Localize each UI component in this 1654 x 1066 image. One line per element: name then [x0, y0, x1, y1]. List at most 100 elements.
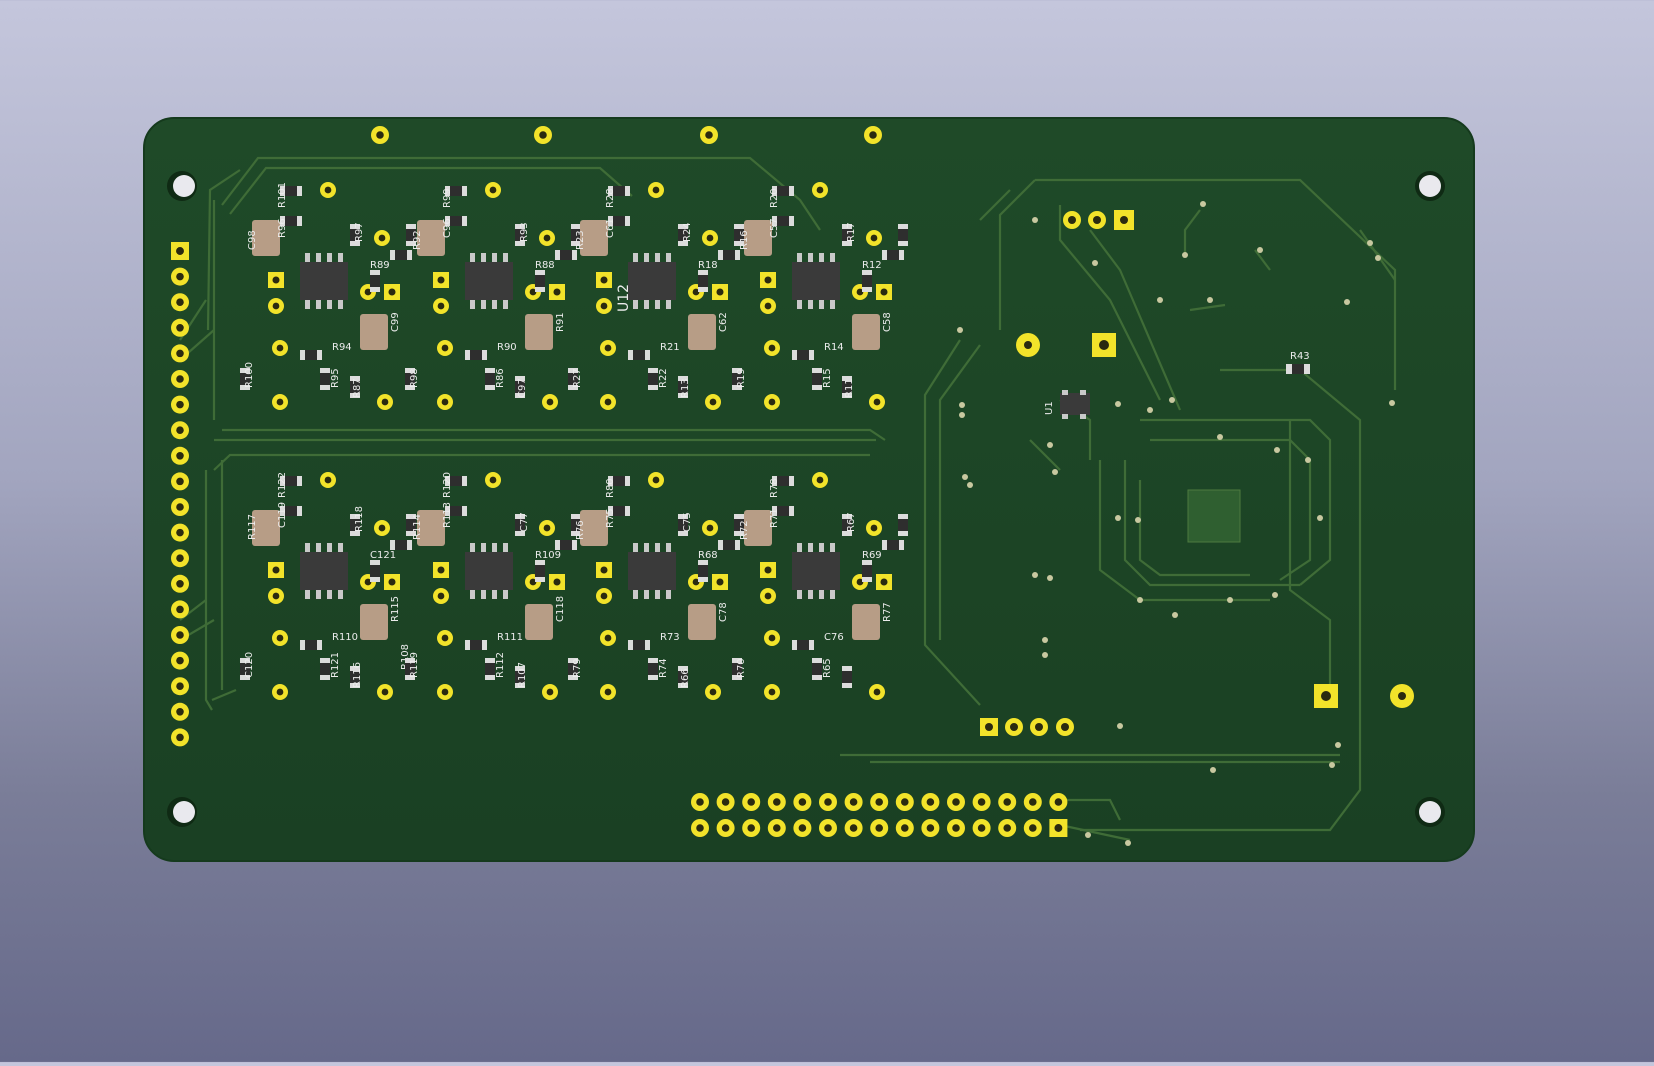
- ref-label: C98: [247, 230, 258, 250]
- ref-label: R74: [658, 658, 669, 678]
- ref-label: R24: [682, 222, 693, 242]
- ref-label: R108: [400, 644, 411, 670]
- ref-label: R21: [660, 342, 680, 353]
- ref-label: R119: [409, 652, 420, 678]
- ref-label: R92: [412, 230, 423, 250]
- ref-label: R17: [846, 222, 857, 242]
- resistor: [535, 560, 545, 582]
- resistor: [812, 658, 822, 680]
- ref-label: R23: [575, 230, 586, 250]
- resistor: [772, 476, 794, 486]
- resistor: [648, 368, 658, 390]
- ref-label: R121: [330, 652, 341, 678]
- ref-label: C76: [824, 632, 844, 643]
- ref-label: R112: [495, 652, 506, 678]
- resistor: [406, 224, 416, 246]
- resistor: [240, 658, 250, 680]
- resistor: [555, 250, 577, 260]
- resistor: [862, 270, 872, 292]
- ref-label: C119: [277, 502, 288, 528]
- ref-label: R115: [390, 596, 401, 622]
- ref-label: C75: [682, 512, 693, 532]
- resistor: [698, 270, 708, 292]
- ref-label: R94: [332, 342, 352, 353]
- resistor: [535, 270, 545, 292]
- resistor: [898, 514, 908, 536]
- resistor: [734, 514, 744, 536]
- resistor: [678, 666, 688, 688]
- ref-label: R18: [698, 260, 718, 271]
- resistor: [571, 224, 581, 246]
- bottom-pin-header: [691, 793, 1068, 837]
- svg-text:U12: U12: [616, 284, 632, 312]
- resistor: [445, 476, 467, 486]
- board-outline: [143, 117, 1475, 862]
- left-edge-connector: [171, 242, 189, 747]
- ref-label: R89: [370, 260, 390, 271]
- ref-label: C57: [769, 218, 780, 238]
- capacitor: [417, 510, 445, 546]
- ref-label: R91: [555, 312, 566, 332]
- ref-label: R78: [769, 478, 780, 498]
- resistor: [812, 368, 822, 390]
- ref-label: R15: [822, 368, 833, 388]
- misc-pads-right: [980, 210, 1414, 736]
- resistor: [772, 186, 794, 196]
- resistor: [280, 186, 302, 196]
- resistor: [608, 506, 630, 516]
- qfn-chip-area: [1187, 489, 1241, 543]
- ic-body: [628, 262, 676, 300]
- resistor: [350, 514, 360, 536]
- resistor: [718, 250, 740, 260]
- resistor: [842, 224, 852, 246]
- resistor: [792, 640, 814, 650]
- resistor: [515, 376, 525, 398]
- ref-label: R75: [605, 508, 616, 528]
- ref-label: R19: [736, 368, 747, 388]
- resistor: [405, 368, 415, 390]
- ref-label: R71: [769, 508, 780, 528]
- ic-body: [465, 552, 513, 590]
- resistor: [628, 640, 650, 650]
- ref-label: R72: [739, 520, 750, 540]
- ref-label: R14: [824, 342, 844, 353]
- resistor: [678, 514, 688, 536]
- resistor: [445, 506, 467, 516]
- ref-label: R16: [739, 230, 750, 250]
- ref-label: C62: [718, 312, 729, 332]
- ref-label: R73: [660, 632, 680, 643]
- resistor: [555, 540, 577, 550]
- capacitor: [688, 604, 716, 640]
- u1-footprint: [1060, 393, 1090, 415]
- capacitor: [252, 220, 280, 256]
- resistor: [300, 350, 322, 360]
- ic-body: [300, 552, 348, 590]
- ref-label: R101: [277, 182, 288, 208]
- ref-label: R113: [442, 502, 453, 528]
- capacitor: [360, 314, 388, 350]
- resistor: [445, 186, 467, 196]
- resistor: [515, 514, 525, 536]
- capacitor: [744, 220, 772, 256]
- resistor: [485, 658, 495, 680]
- resistor: [842, 376, 852, 398]
- ref-label: C121: [370, 550, 396, 561]
- capacitor: [852, 604, 880, 640]
- ic-body: [300, 262, 348, 300]
- resistor: [390, 250, 412, 260]
- resistor: [445, 216, 467, 226]
- ref-label: C58: [882, 312, 893, 332]
- resistor: [608, 476, 630, 486]
- ref-label: R28: [605, 188, 616, 208]
- resistor: [678, 376, 688, 398]
- resistor: [732, 368, 742, 390]
- u12-label: U12: [616, 284, 632, 312]
- ref-label: R88: [535, 260, 555, 271]
- resistor: [648, 658, 658, 680]
- capacitor: [525, 604, 553, 640]
- ref-label: R116: [352, 662, 363, 688]
- ref-label: R65: [822, 658, 833, 678]
